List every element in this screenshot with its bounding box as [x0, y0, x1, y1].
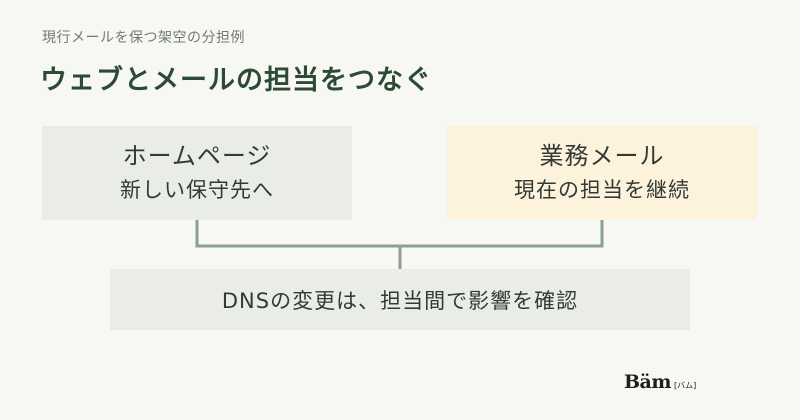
email-box-heading: 業務メール — [539, 142, 665, 170]
email-box-detail: 現在の担当を継続 — [514, 178, 690, 202]
brand-logo-reading: [バム] — [673, 381, 697, 390]
diagram-title: ウェブとメールの担当をつなぐ — [40, 65, 432, 96]
bracket-connector — [195, 220, 604, 248]
website-box-heading: ホームページ — [122, 142, 272, 170]
dns-box-text: DNSの変更は、担当間で影響を確認 — [221, 288, 579, 313]
brand-logo-wordmark: Bäm — [624, 371, 671, 393]
website-box-detail: 新しい保守先へ — [120, 178, 274, 202]
email-box: 業務メール 現在の担当を継続 — [447, 126, 757, 220]
website-box: ホームページ 新しい保守先へ — [42, 126, 352, 220]
dns-box: DNSの変更は、担当間で影響を確認 — [110, 269, 690, 330]
diagram-subtitle: 現行メールを保つ架空の分担例 — [42, 30, 245, 46]
brand-logo: Bäm [バム] — [624, 371, 696, 393]
